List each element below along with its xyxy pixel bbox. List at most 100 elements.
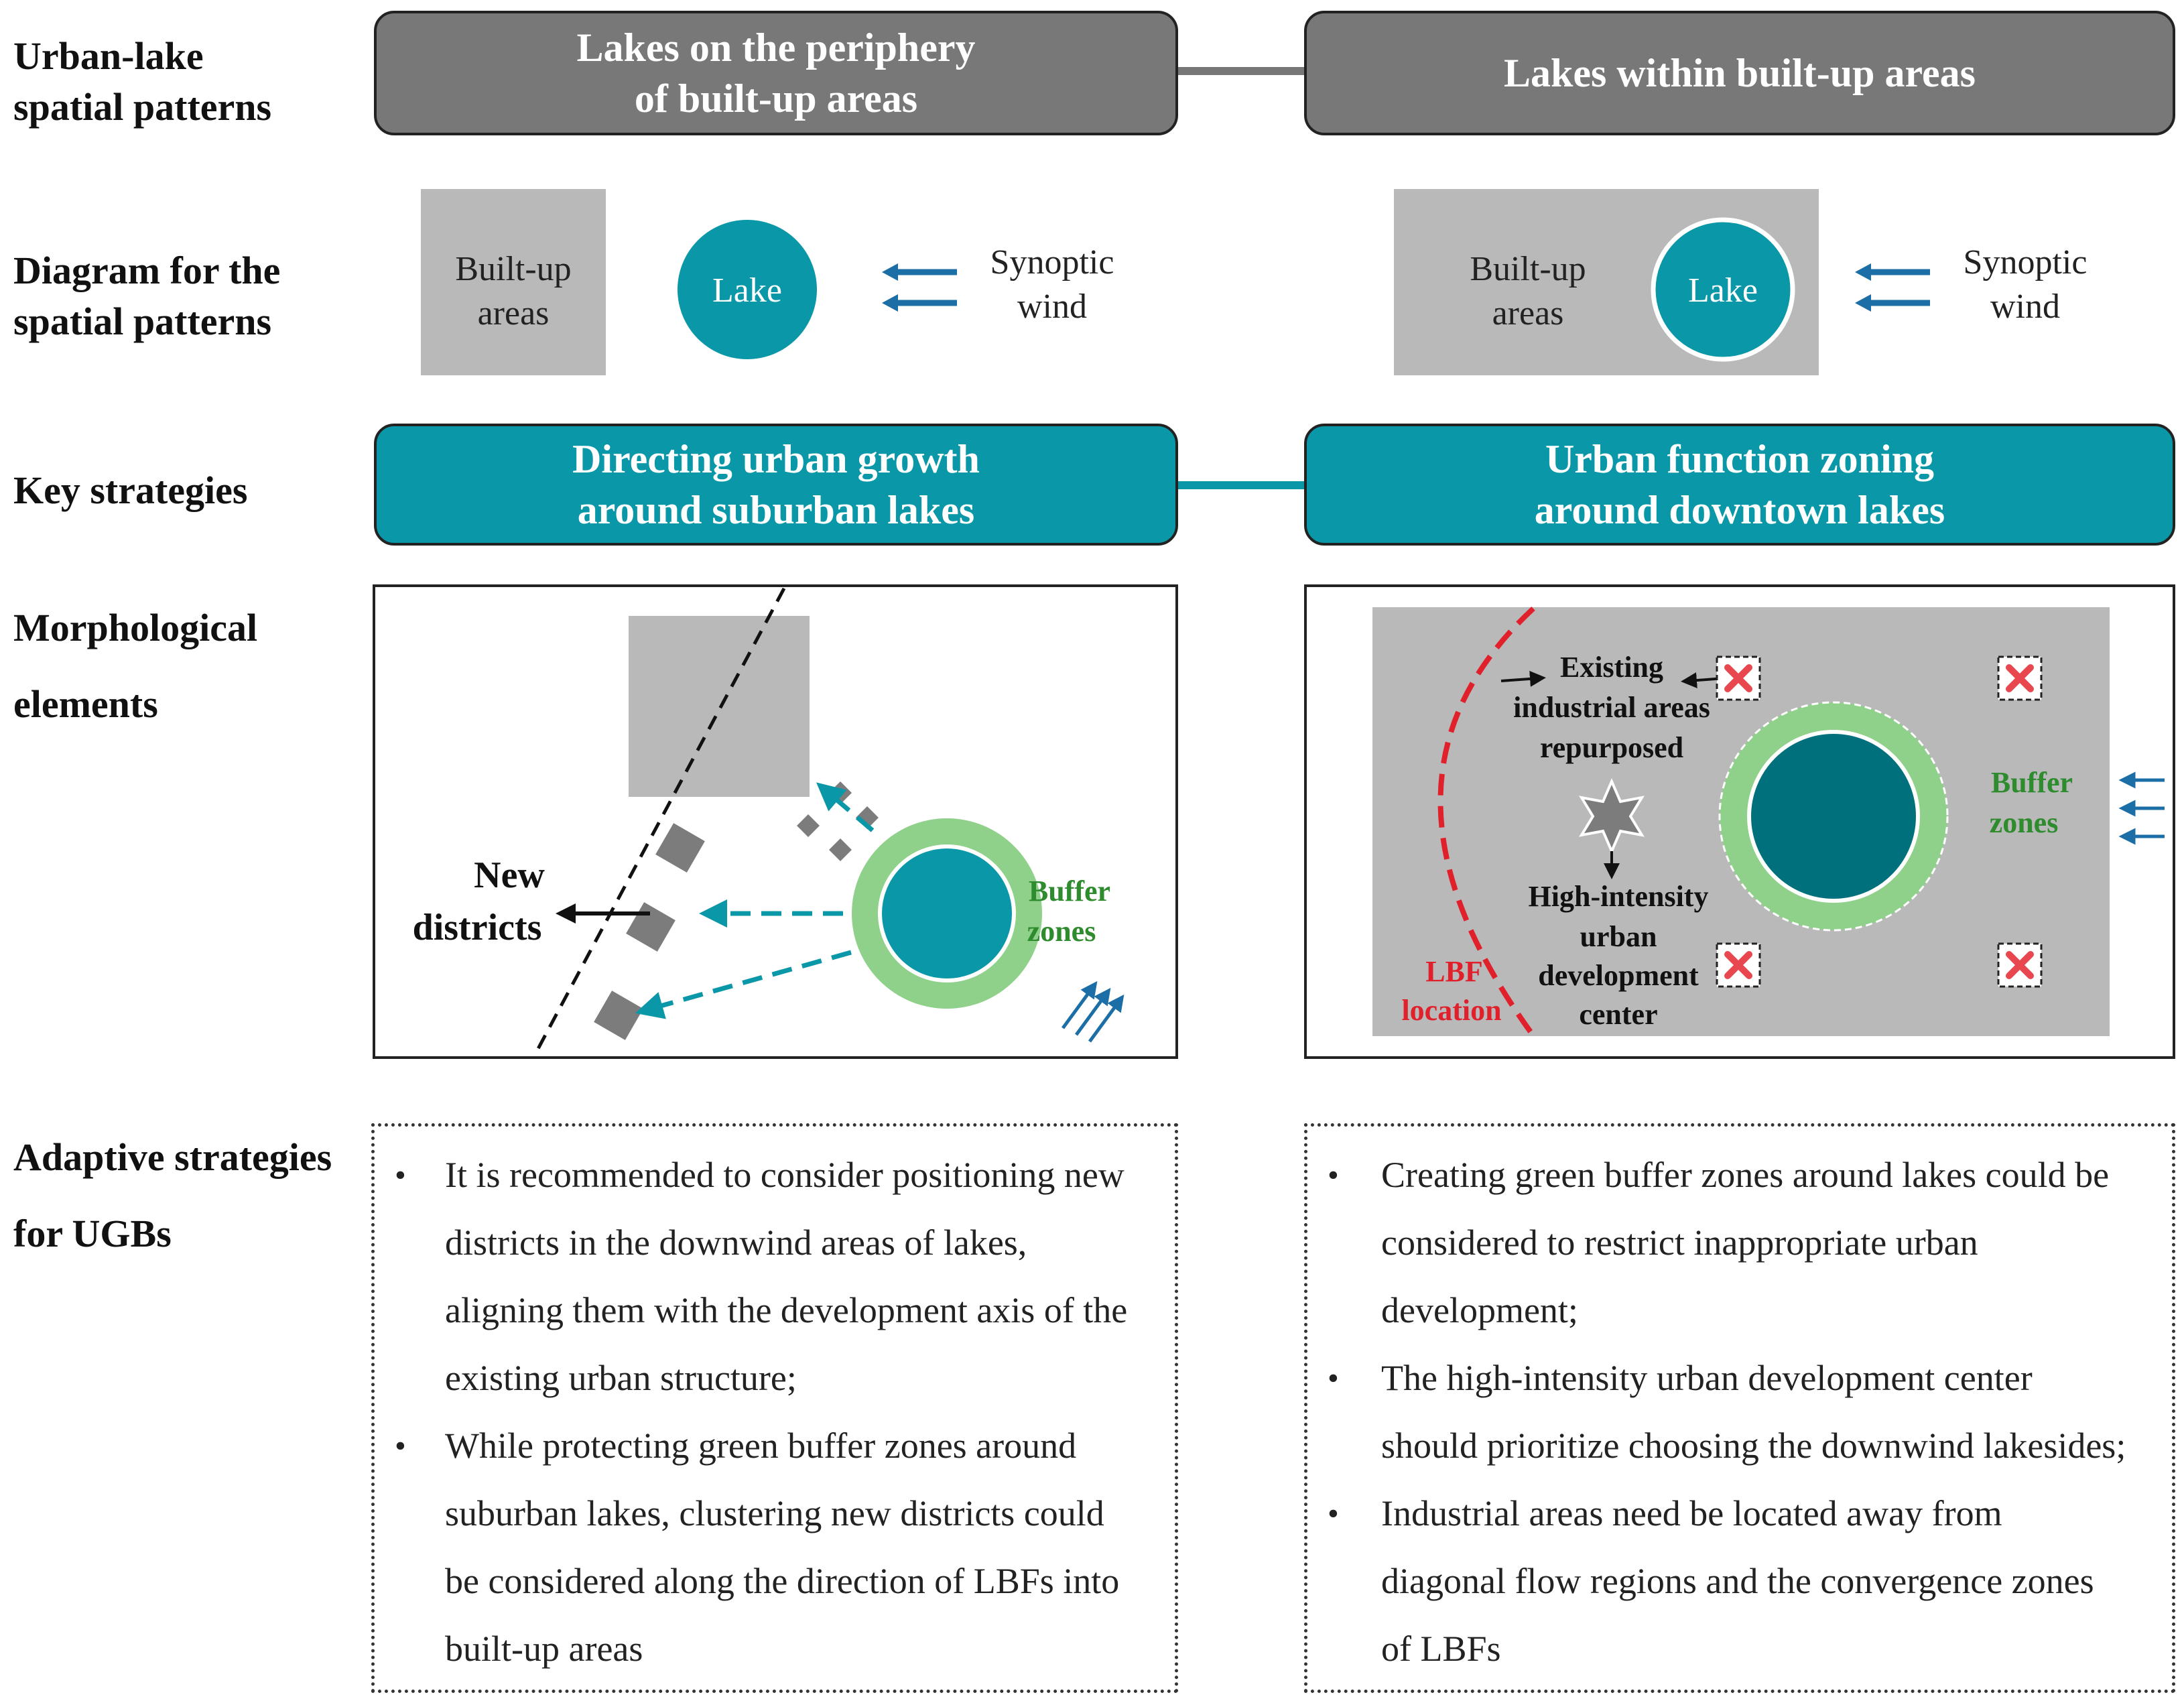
close-icon bbox=[1997, 655, 2043, 701]
existing-industrial-label: Existing bbox=[1560, 651, 1663, 684]
bullet-line: be considered along the direction of LBF… bbox=[445, 1561, 1120, 1601]
row-label-line: spatial patterns bbox=[13, 85, 272, 129]
morph-downtown-diagram: Existing industrial areas repurposed Hig… bbox=[1372, 607, 2165, 1039]
header-line: around suburban lakes bbox=[577, 488, 975, 532]
morph-suburban-diagram: New districts Buffer zones bbox=[413, 587, 1125, 1056]
strategy-header-downtown: Urban function zoning around downtown la… bbox=[1304, 424, 2175, 546]
development-axis-line bbox=[533, 587, 786, 1056]
built-up-label: areas bbox=[478, 294, 550, 332]
header-line: around downtown lakes bbox=[1534, 488, 1945, 532]
bullet-item: The high-intensity urban development cen… bbox=[1307, 1344, 2172, 1480]
row-label-line: spatial patterns bbox=[13, 300, 272, 343]
wind-label: wind bbox=[1017, 288, 1087, 326]
bullet-line: considered to restrict inappropriate urb… bbox=[1381, 1222, 1978, 1263]
built-up-area bbox=[421, 189, 606, 375]
row-label-diagram: Diagram for the spatial patterns bbox=[13, 245, 280, 347]
row-label-strategies: Key strategies bbox=[13, 465, 247, 516]
buffer-zones-label: zones bbox=[1990, 806, 2059, 839]
header-line: Lakes on the periphery bbox=[576, 25, 976, 70]
close-icon bbox=[1716, 942, 1761, 988]
lbf-location-label: location bbox=[1401, 994, 1501, 1027]
bullet-line: should prioritize choosing the downwind … bbox=[1381, 1426, 2126, 1466]
bullet-item: While protecting green buffer zones arou… bbox=[375, 1412, 1175, 1683]
bullet-line: of LBFs bbox=[1381, 1629, 1501, 1669]
bullet-line: diagonal flow regions and the convergenc… bbox=[1381, 1561, 2094, 1601]
morph-panel-suburban: New districts Buffer zones bbox=[373, 584, 1178, 1059]
existing-industrial-label: industrial areas bbox=[1513, 691, 1710, 724]
buffer-zones-label: zones bbox=[1027, 915, 1096, 948]
built-up-label: Built-up bbox=[1470, 250, 1586, 288]
new-districts-label: districts bbox=[413, 907, 542, 948]
adaptive-box-downtown: Creating green buffer zones around lakes… bbox=[1304, 1123, 2175, 1693]
lbf-arrows bbox=[635, 782, 875, 1019]
bullet-line: districts in the downwind areas of lakes… bbox=[445, 1222, 1027, 1263]
pattern-header-within: Lakes within built-up areas bbox=[1304, 11, 2175, 135]
pattern-connector bbox=[1178, 67, 1305, 75]
bullet-line: It is recommended to consider positionin… bbox=[445, 1155, 1125, 1195]
row-label-line: Urban-lake bbox=[13, 34, 204, 78]
new-district-blocks bbox=[594, 823, 705, 1040]
lake-icon bbox=[1651, 217, 1795, 362]
development-center-label: High-intensity bbox=[1529, 880, 1709, 913]
built-up-block bbox=[629, 616, 810, 797]
bullet-line: existing urban structure; bbox=[445, 1358, 797, 1398]
row-label-line: Adaptive strategies bbox=[13, 1135, 332, 1179]
header-line: Urban function zoning bbox=[1545, 437, 1935, 481]
row-label-patterns: Urban-lake spatial patterns bbox=[13, 31, 271, 133]
lake-icon bbox=[878, 844, 1016, 983]
pattern-header-periphery: Lakes on the periphery of built-up areas bbox=[374, 11, 1178, 135]
header-line: Lakes within built-up areas bbox=[1503, 51, 1976, 95]
strategy-header-suburban: Directing urban growth around suburban l… bbox=[374, 424, 1178, 546]
development-center-label: development bbox=[1538, 959, 1699, 992]
row-label-morphological: Morphological elements bbox=[13, 590, 257, 743]
adaptive-box-suburban: It is recommended to consider positionin… bbox=[371, 1123, 1178, 1693]
wind-label: wind bbox=[1990, 288, 2060, 326]
bullet-item: Industrial areas need be located away fr… bbox=[1307, 1480, 2172, 1683]
bullet-line: Industrial areas need be located away fr… bbox=[1381, 1493, 2002, 1533]
diagram-within: Built-up areas Lake Synoptic wind bbox=[1394, 189, 2087, 375]
bullet-line: built-up areas bbox=[445, 1629, 643, 1669]
built-up-label: areas bbox=[1492, 294, 1564, 332]
development-center-label: center bbox=[1579, 998, 1657, 1031]
lbf-location-label: LBF bbox=[1425, 955, 1483, 988]
row-label-line: Key strategies bbox=[13, 468, 248, 512]
built-up-label: Built-up bbox=[455, 250, 571, 288]
buffer-zones-label: Buffer bbox=[1991, 766, 2073, 799]
row-label-adaptive: Adaptive strategies for UGBs bbox=[13, 1119, 332, 1272]
close-icon bbox=[1997, 942, 2043, 988]
lake-label: Lake bbox=[712, 271, 782, 310]
morph-panel-downtown: Existing industrial areas repurposed Hig… bbox=[1304, 584, 2175, 1059]
wind-arrows-icon bbox=[1061, 981, 1125, 1043]
wind-arrows-icon bbox=[1855, 263, 1930, 312]
header-line: of built-up areas bbox=[634, 76, 918, 121]
buffer-zones-label: Buffer bbox=[1029, 875, 1110, 907]
new-districts-label: New bbox=[474, 855, 545, 896]
row-label-line: Diagram for the bbox=[13, 249, 281, 292]
bullet-line: aligning them with the development axis … bbox=[445, 1290, 1128, 1330]
lbf-location-line bbox=[1437, 607, 1537, 1039]
strategy-connector bbox=[1178, 481, 1305, 489]
repurpose-arrow-left bbox=[1500, 670, 1546, 687]
lake-label: Lake bbox=[1688, 271, 1758, 310]
row-label-line: Morphological bbox=[13, 606, 258, 649]
bullet-item: Creating green buffer zones around lakes… bbox=[1307, 1141, 2172, 1344]
row-label-line: elements bbox=[13, 682, 158, 726]
bullet-line: While protecting green buffer zones arou… bbox=[445, 1426, 1077, 1466]
wind-label: Synoptic bbox=[1964, 243, 2087, 281]
development-center-label: urban bbox=[1580, 920, 1657, 953]
wind-arrows-icon bbox=[2118, 771, 2165, 845]
bullet-item: It is recommended to consider positionin… bbox=[375, 1141, 1175, 1412]
wind-label: Synoptic bbox=[990, 243, 1114, 281]
existing-industrial-label: repurposed bbox=[1540, 731, 1683, 764]
header-line: Directing urban growth bbox=[572, 437, 980, 481]
lake-icon bbox=[678, 220, 817, 359]
wind-arrows-icon bbox=[882, 263, 957, 312]
bullet-line: development; bbox=[1381, 1290, 1578, 1330]
diagram-periphery: Built-up areas Lake Synoptic wind bbox=[421, 189, 1114, 375]
bullet-line: suburban lakes, clustering new districts… bbox=[445, 1493, 1104, 1533]
close-icon bbox=[1716, 655, 1761, 701]
bullet-line: The high-intensity urban development cen… bbox=[1381, 1358, 2033, 1398]
bullet-line: Creating green buffer zones around lakes… bbox=[1381, 1155, 2110, 1195]
row-label-line: for UGBs bbox=[13, 1212, 172, 1255]
lake-icon bbox=[1747, 730, 1920, 903]
